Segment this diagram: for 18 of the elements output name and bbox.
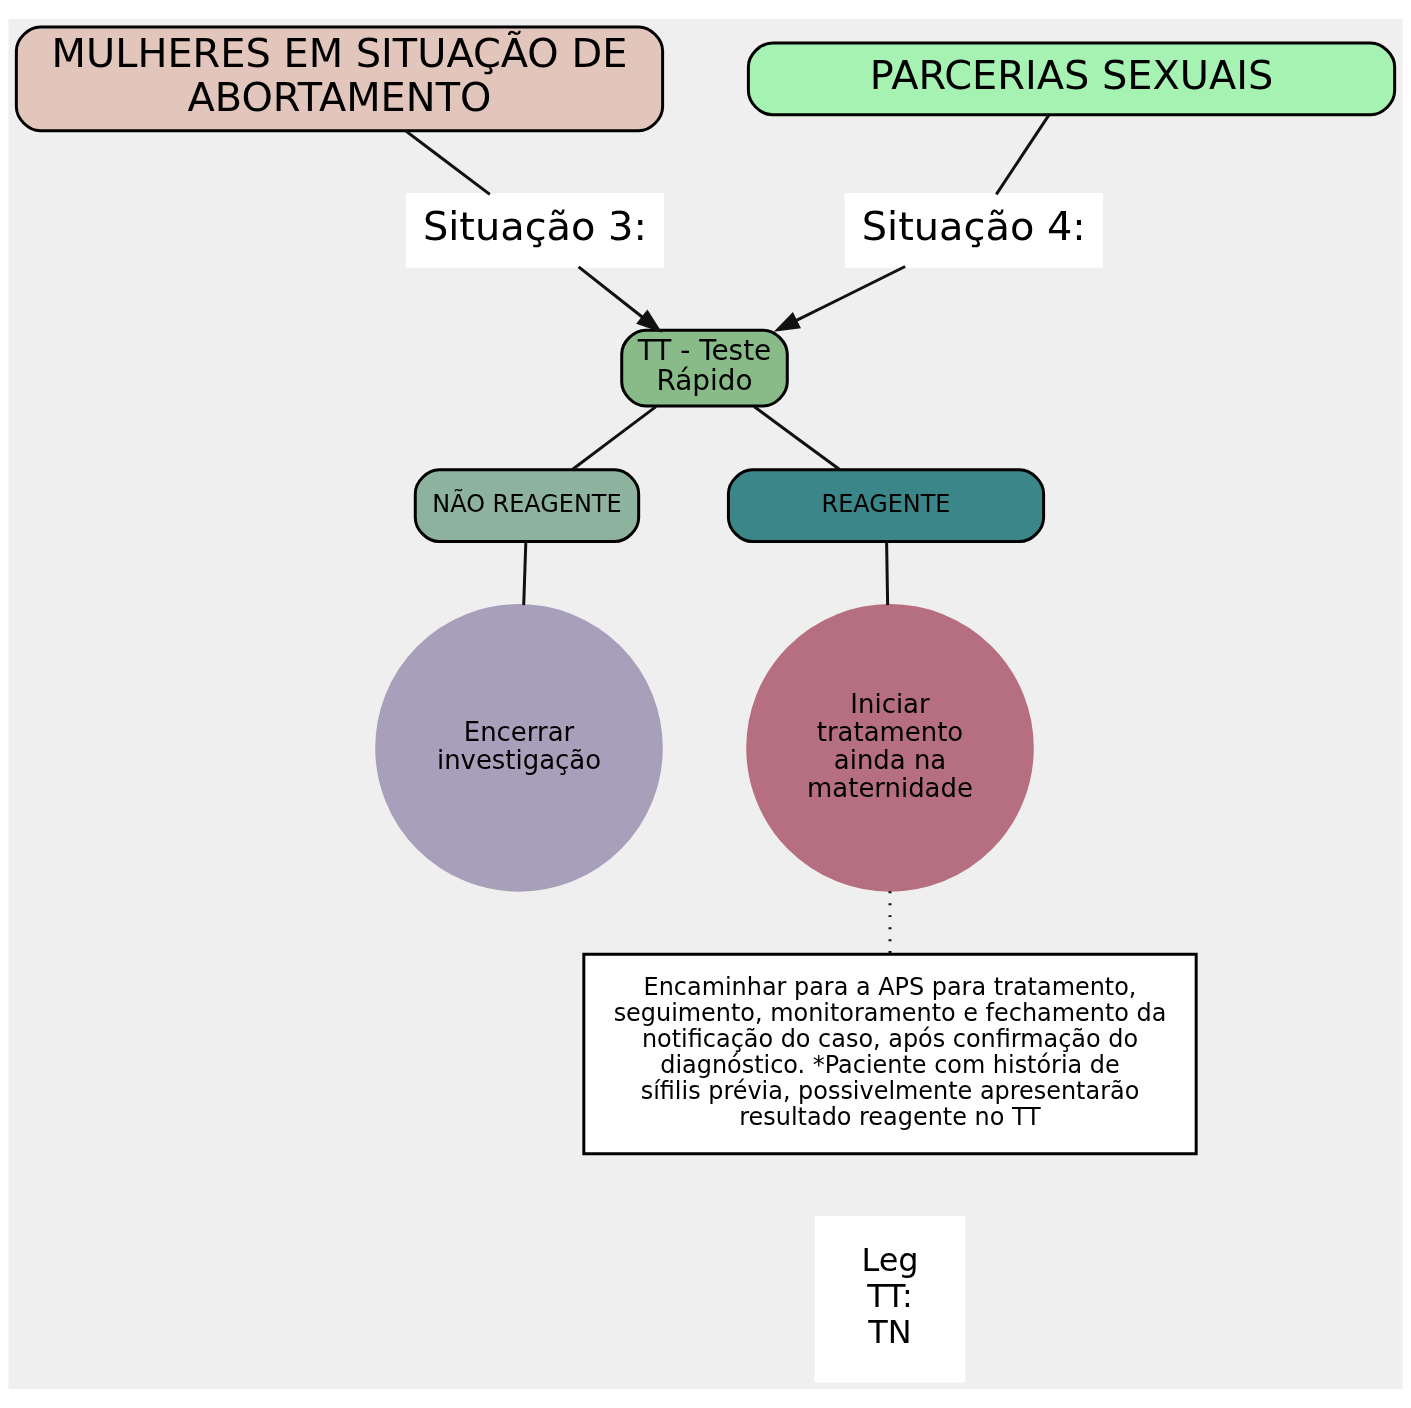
node-circle: Encerrar investigação <box>375 604 663 892</box>
arrow <box>773 265 906 332</box>
connector <box>753 405 841 471</box>
node-circle: Iniciar tratamento ainda na maternidade <box>746 604 1034 892</box>
connector <box>404 129 491 196</box>
node-box: Encaminhar para a APS para tratamento, seguimento, monitoramento e fechamento da notificação do caso, após confirmação do diagnóstico. *Paciente com história de sífilis prévia, possivelmente apresentarão resultado reagente no TT <box>582 952 1198 1156</box>
node-box: PARCERIAS SEXUAIS <box>746 41 1397 117</box>
node-box: TT - Teste Rápido <box>620 328 789 408</box>
arrow <box>577 265 663 333</box>
node-box: Situação 4: <box>844 193 1103 268</box>
node-box: NÃO REAGENTE <box>413 468 641 544</box>
connector <box>522 541 528 606</box>
node-box: MULHERES EM SITUAÇÃO DE ABORTAMENTO <box>14 25 665 133</box>
connector <box>995 114 1051 196</box>
node-box: REAGENTE <box>726 468 1046 544</box>
connector <box>885 541 890 606</box>
connector <box>571 405 657 471</box>
node-box: Situação 3: <box>405 193 665 268</box>
